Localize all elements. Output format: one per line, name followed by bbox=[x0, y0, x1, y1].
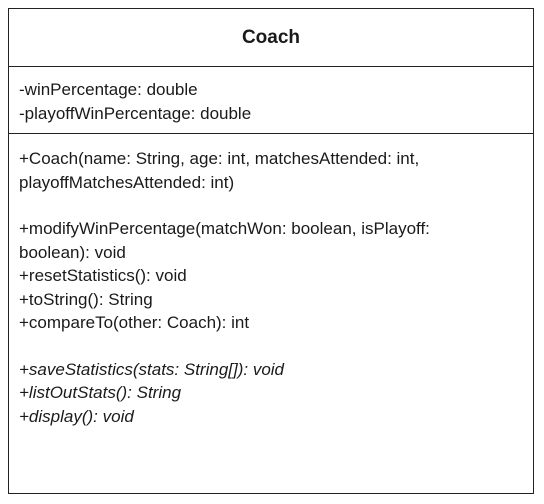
spacer bbox=[19, 335, 523, 358]
class-name: Coach bbox=[241, 26, 301, 48]
operations-section: +Coach(name: String, age: int, matchesAt… bbox=[9, 134, 533, 428]
attribute-win-percentage: -winPercentage: double bbox=[19, 80, 198, 99]
abstract-method-display: +display(): void bbox=[19, 406, 134, 426]
class-name-section: Coach bbox=[9, 9, 533, 67]
method-modify-win-percentage-line-2: boolean): void bbox=[19, 242, 126, 262]
uml-class-box: Coach -winPercentage: double -playoffWin… bbox=[8, 8, 534, 494]
spacer bbox=[19, 194, 523, 217]
attributes-section: -winPercentage: double -playoffWinPercen… bbox=[9, 67, 533, 134]
attribute-playoff-win-percentage: -playoffWinPercentage: double bbox=[19, 103, 252, 123]
method-compare-to: +compareTo(other: Coach): int bbox=[19, 313, 250, 332]
abstract-method-list-out-stats: +listOutStats(): String bbox=[19, 383, 182, 402]
constructor-line-2: playoffMatchesAttended: int) bbox=[19, 172, 235, 192]
method-reset-statistics: +resetStatistics(): void bbox=[19, 266, 187, 285]
method-modify-win-percentage-line-1: +modifyWinPercentage(matchWon: boolean, … bbox=[19, 219, 430, 238]
method-to-string: +toString(): String bbox=[19, 289, 153, 309]
abstract-method-save-statistics: +saveStatistics(stats: String[]): void bbox=[19, 359, 285, 379]
constructor-line-1: +Coach(name: String, age: int, matchesAt… bbox=[19, 149, 420, 168]
